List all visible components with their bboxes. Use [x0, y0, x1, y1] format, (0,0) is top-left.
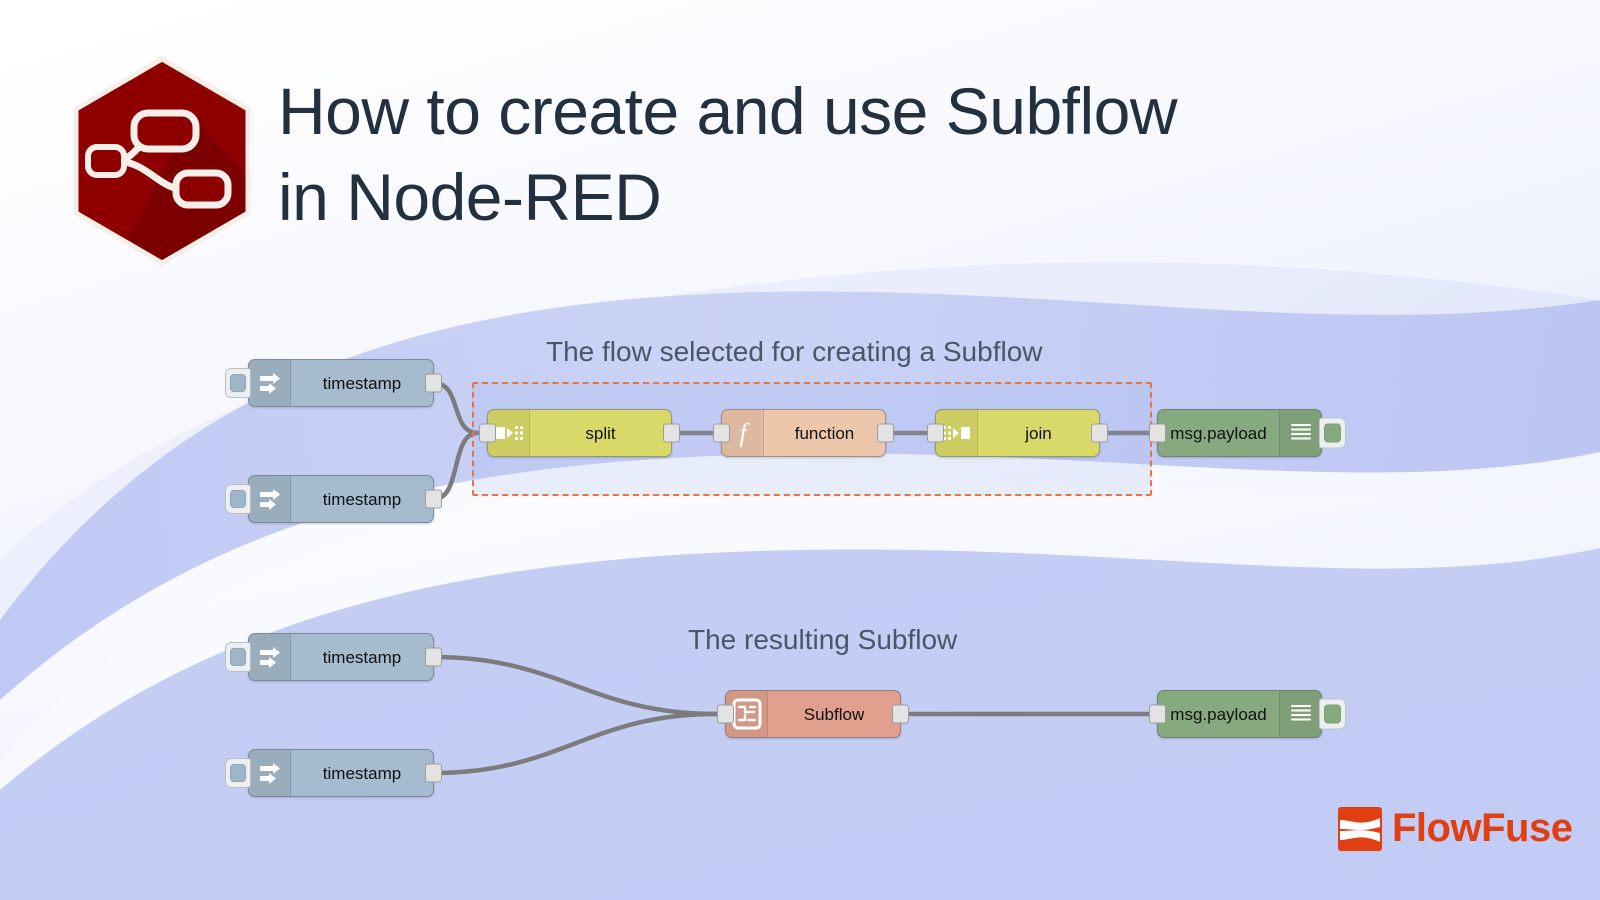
output-port[interactable]	[1091, 423, 1108, 443]
debug-toggle-button[interactable]	[1319, 417, 1346, 449]
output-port[interactable]	[877, 423, 894, 443]
node-label: split	[585, 423, 616, 443]
node-inject-timestamp-4[interactable]: timestamp	[225, 749, 442, 797]
inject-trigger-button[interactable]	[225, 368, 251, 398]
flowfuse-logo[interactable]: FlowFuse	[1338, 806, 1573, 851]
node-join[interactable]: join	[927, 409, 1108, 457]
flowfuse-wordmark: FlowFuse	[1392, 806, 1573, 850]
input-port[interactable]	[1149, 704, 1166, 724]
input-port[interactable]	[1149, 423, 1166, 443]
inject-trigger-button[interactable]	[225, 642, 251, 672]
output-port[interactable]	[663, 423, 680, 443]
node-label: msg.payload	[1170, 704, 1267, 724]
output-port[interactable]	[425, 763, 442, 783]
input-port[interactable]	[479, 423, 496, 443]
node-inject-timestamp-1[interactable]: timestamp	[225, 359, 442, 407]
node-red-logo-icon	[73, 56, 251, 266]
output-port[interactable]	[892, 704, 909, 724]
node-inject-timestamp-3[interactable]: timestamp	[225, 633, 442, 681]
flowfuse-mark-icon	[1338, 806, 1382, 851]
node-debug-1[interactable]: msg.payload	[1149, 409, 1346, 457]
node-function[interactable]: f function	[713, 409, 894, 457]
node-debug-2[interactable]: msg.payload	[1149, 690, 1346, 738]
output-port[interactable]	[425, 373, 442, 393]
inject-trigger-button[interactable]	[225, 758, 251, 788]
output-port[interactable]	[425, 489, 442, 509]
debug-toggle-button[interactable]	[1319, 698, 1346, 730]
debug-lines-icon	[1279, 691, 1321, 737]
node-inject-timestamp-2[interactable]: timestamp	[225, 475, 442, 523]
debug-lines-icon	[1279, 410, 1321, 456]
arrow-right-icon	[249, 360, 291, 406]
node-label: Subflow	[803, 704, 865, 724]
input-port[interactable]	[927, 423, 944, 443]
caption-resulting-subflow: The resulting Subflow	[688, 624, 958, 655]
output-port[interactable]	[425, 647, 442, 667]
arrow-right-icon	[249, 750, 291, 796]
input-port[interactable]	[717, 704, 734, 724]
node-label: timestamp	[322, 373, 402, 393]
inject-trigger-button[interactable]	[225, 484, 251, 514]
svg-text:f: f	[739, 419, 750, 447]
node-label: timestamp	[322, 763, 402, 783]
node-label: msg.payload	[1170, 423, 1267, 443]
node-subflow[interactable]: Subflow	[717, 690, 909, 738]
page-title: How to create and use Subflow in Node-RE…	[278, 74, 1178, 234]
arrow-right-icon	[249, 476, 291, 522]
caption-flow-selected: The flow selected for creating a Subflow	[546, 336, 1043, 367]
arrow-right-icon	[249, 634, 291, 680]
node-label: timestamp	[322, 489, 402, 509]
node-split[interactable]: split	[479, 409, 680, 457]
node-label: join	[1025, 423, 1052, 443]
node-label: timestamp	[322, 647, 402, 667]
subflow-icon	[726, 691, 768, 737]
node-label: function	[794, 423, 855, 443]
input-port[interactable]	[713, 423, 730, 443]
